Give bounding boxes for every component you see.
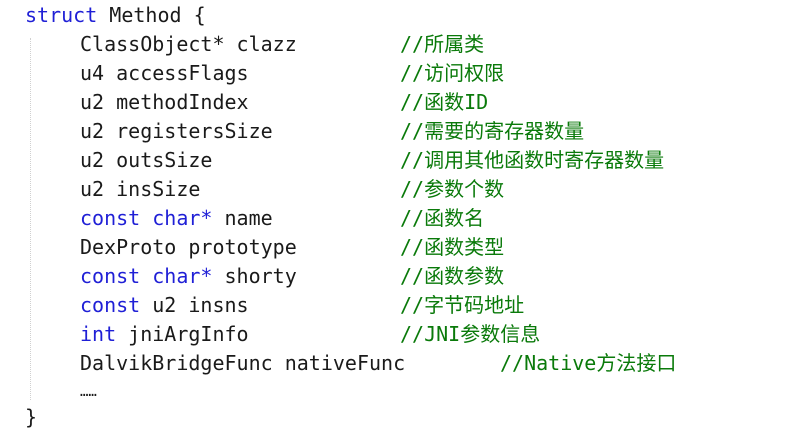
field-name-token: registersSize bbox=[104, 119, 273, 143]
field-name-token: shorty bbox=[212, 264, 297, 288]
keyword-token: const char* bbox=[80, 264, 213, 288]
code-line-name: const char* name bbox=[80, 204, 273, 233]
type-token: u2 bbox=[80, 90, 105, 114]
comment-token: //函数名 bbox=[400, 206, 485, 230]
keyword-token: const char* bbox=[80, 206, 213, 230]
code-line-struct-close: } bbox=[25, 405, 38, 429]
type-token: DalvikBridgeFunc bbox=[80, 351, 273, 375]
comment-token: //参数个数 bbox=[400, 177, 505, 201]
code-line-native-func: DalvikBridgeFunc nativeFunc bbox=[80, 349, 405, 378]
field-name-token: insns bbox=[176, 293, 249, 317]
field-name-token: outsSize bbox=[104, 148, 213, 172]
comment-token: //所属类 bbox=[400, 32, 485, 56]
type-token: ClassObject* bbox=[80, 32, 225, 56]
field-name-token: nativeFunc bbox=[272, 351, 406, 375]
comment-token: //访问权限 bbox=[400, 61, 505, 85]
field-name-token: jniArgInfo bbox=[116, 322, 249, 346]
type-token: u2 bbox=[80, 119, 105, 143]
type-token: u4 bbox=[80, 61, 105, 85]
field-name-token: accessFlags bbox=[104, 61, 249, 85]
keyword-token: struct bbox=[25, 3, 98, 27]
code-line-access-flags: u4 accessFlags bbox=[80, 59, 249, 88]
field-name-token: methodIndex bbox=[104, 90, 249, 114]
type-token: DexProto bbox=[80, 235, 177, 259]
code-line-jni-arg-info: int jniArgInfo bbox=[80, 320, 249, 349]
code-line-ins-size: u2 insSize bbox=[80, 175, 200, 204]
code-line-insns: const u2 insns bbox=[80, 291, 249, 320]
struct-name-token: Method { bbox=[97, 3, 206, 27]
comment-token: //Native方法接口 bbox=[500, 351, 677, 375]
indent-guide bbox=[30, 38, 31, 400]
comment-token: //函数类型 bbox=[400, 235, 505, 259]
type-token: u2 bbox=[80, 177, 105, 201]
code-line-outs-size: u2 outsSize bbox=[80, 146, 212, 175]
keyword-token: const bbox=[80, 293, 141, 317]
comment-token: //字节码地址 bbox=[400, 293, 525, 317]
code-line-prototype: DexProto prototype bbox=[80, 233, 297, 262]
code-line-shorty: const char* shorty bbox=[80, 262, 297, 291]
keyword-token: int bbox=[80, 322, 117, 346]
field-name-token: clazz bbox=[224, 32, 297, 56]
type-token: u2 bbox=[80, 148, 105, 172]
field-name-token: name bbox=[212, 206, 273, 230]
type-token: u2 bbox=[140, 293, 177, 317]
comment-token: //JNI参数信息 bbox=[400, 322, 541, 346]
code-line-registers-size: u2 registersSize bbox=[80, 117, 273, 146]
comment-token: //调用其他函数时寄存器数量 bbox=[400, 148, 665, 172]
code-line-method-index: u2 methodIndex bbox=[80, 88, 249, 117]
field-name-token: prototype bbox=[176, 235, 297, 259]
code-line-clazz: ClassObject* clazz bbox=[80, 30, 297, 59]
comment-token: //函数参数 bbox=[400, 264, 505, 288]
code-line-struct-open: struct Method { bbox=[25, 1, 206, 30]
field-name-token: insSize bbox=[104, 177, 201, 201]
code-line-ellipsis: …… bbox=[80, 384, 97, 400]
comment-token: //需要的寄存器数量 bbox=[400, 119, 585, 143]
comment-token: //函数ID bbox=[400, 90, 489, 114]
